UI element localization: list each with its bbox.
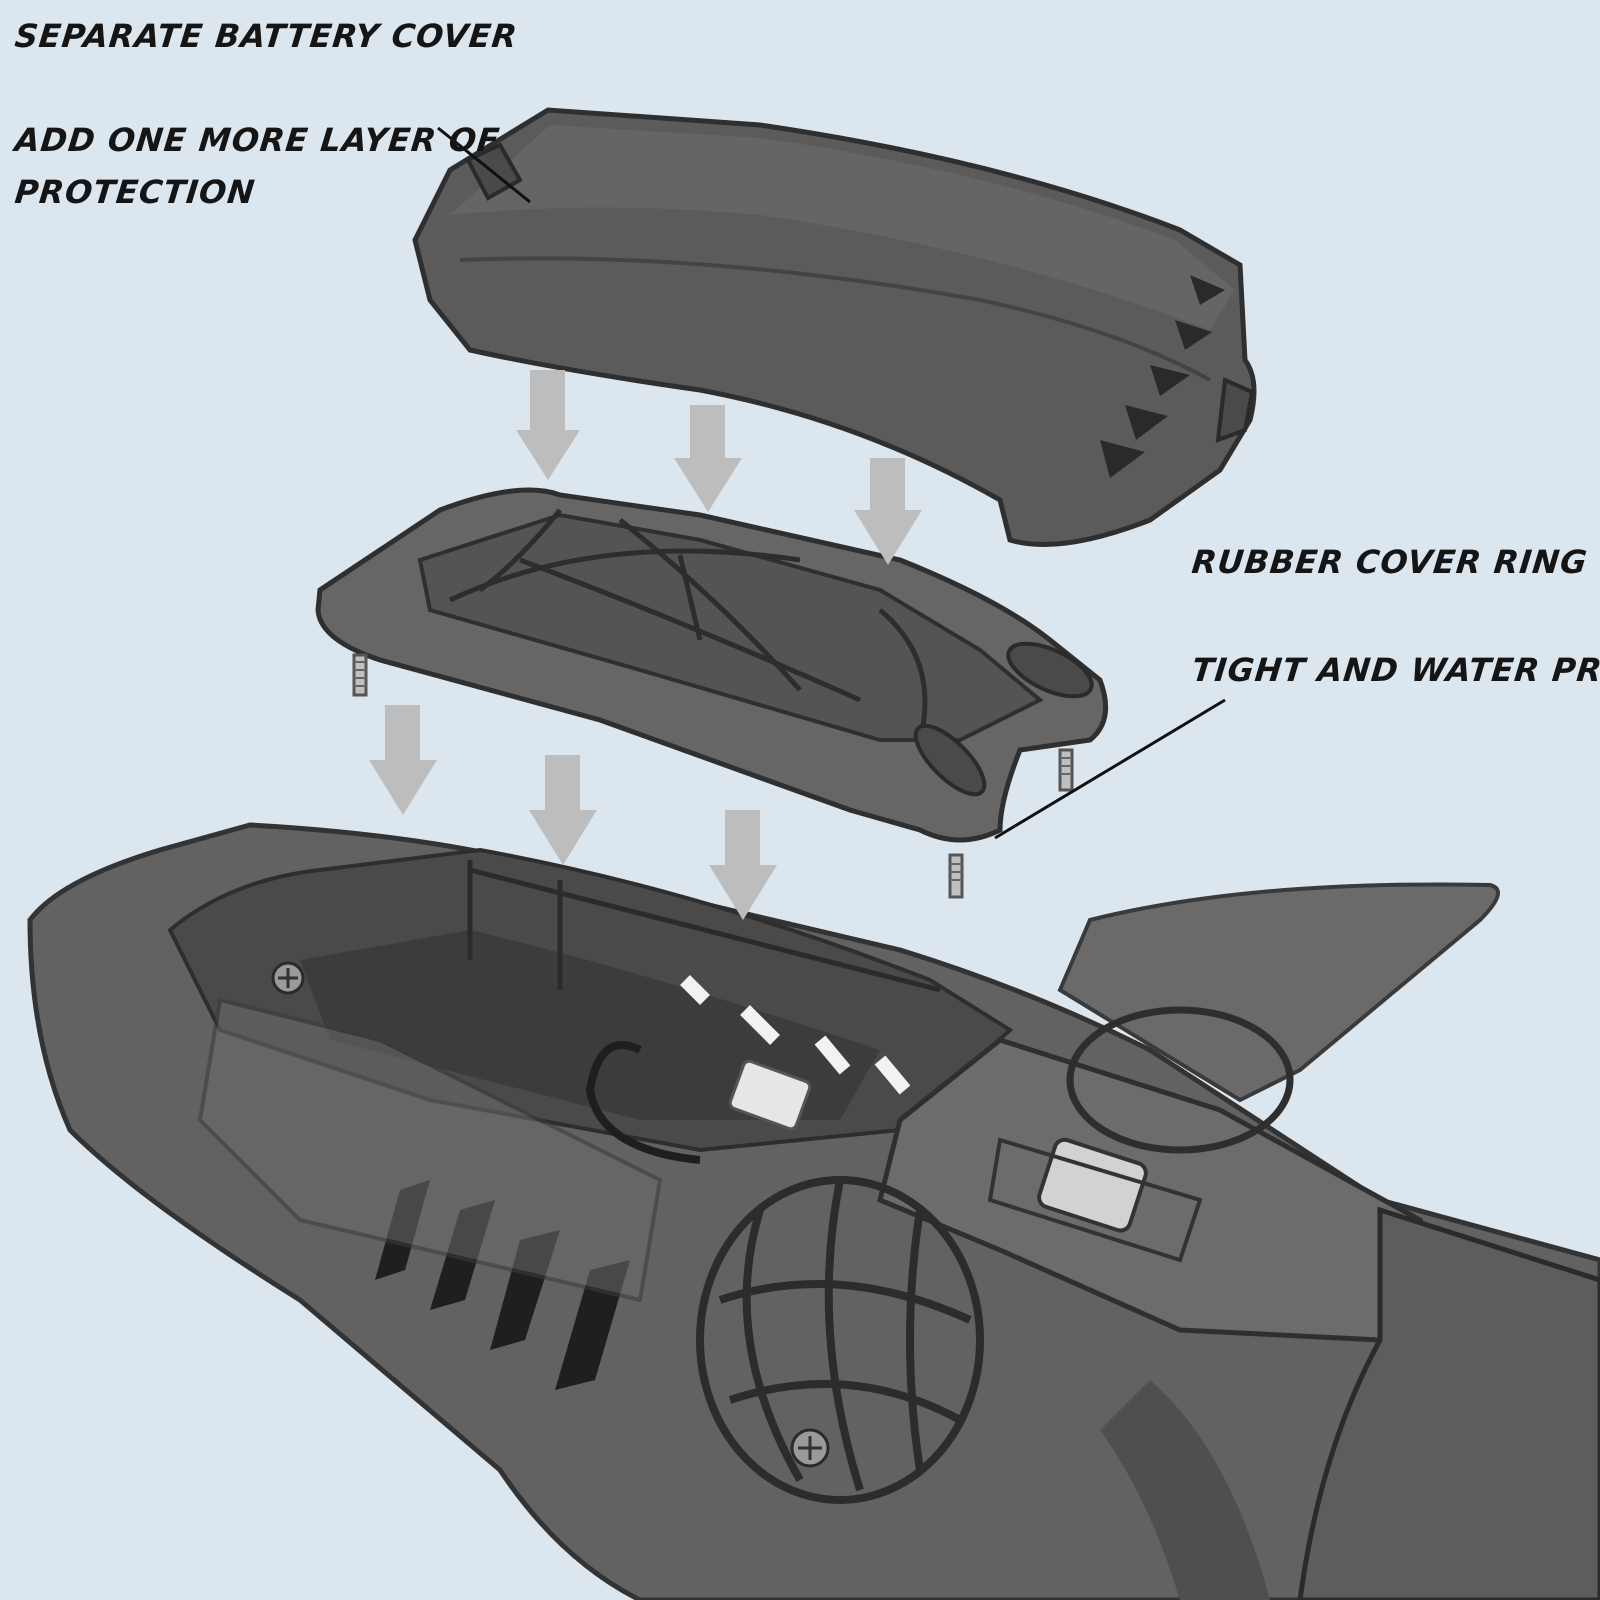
rubber-ring-description: TIGHT AND WATER PROOF [1190, 651, 1600, 689]
callout-line-battery-cover [437, 126, 531, 204]
arrow-down-6 [709, 810, 777, 920]
motor-cage [696, 1176, 984, 1504]
battery-cover [412, 107, 1257, 547]
arrow-down-5 [529, 755, 597, 865]
battery-cover-description-line-1: ADD ONE MORE LAYER OF [13, 121, 503, 159]
arrow-down-2 [674, 405, 742, 512]
arrow-down-4 [369, 705, 437, 815]
battery-cover-title: SEPARATE BATTERY COVER [13, 17, 520, 55]
battery-cover-description-line-2: PROTECTION [13, 173, 258, 211]
rubber-cover-ring [315, 487, 1109, 899]
arrow-down-1 [516, 370, 580, 480]
assembly-arrows [369, 370, 922, 920]
rubber-ring-title: RUBBER COVER RING [1190, 543, 1590, 581]
callout-line-rubber-ring [994, 698, 1226, 840]
arrow-down-3 [854, 458, 922, 565]
shark-body [27, 822, 1600, 1600]
